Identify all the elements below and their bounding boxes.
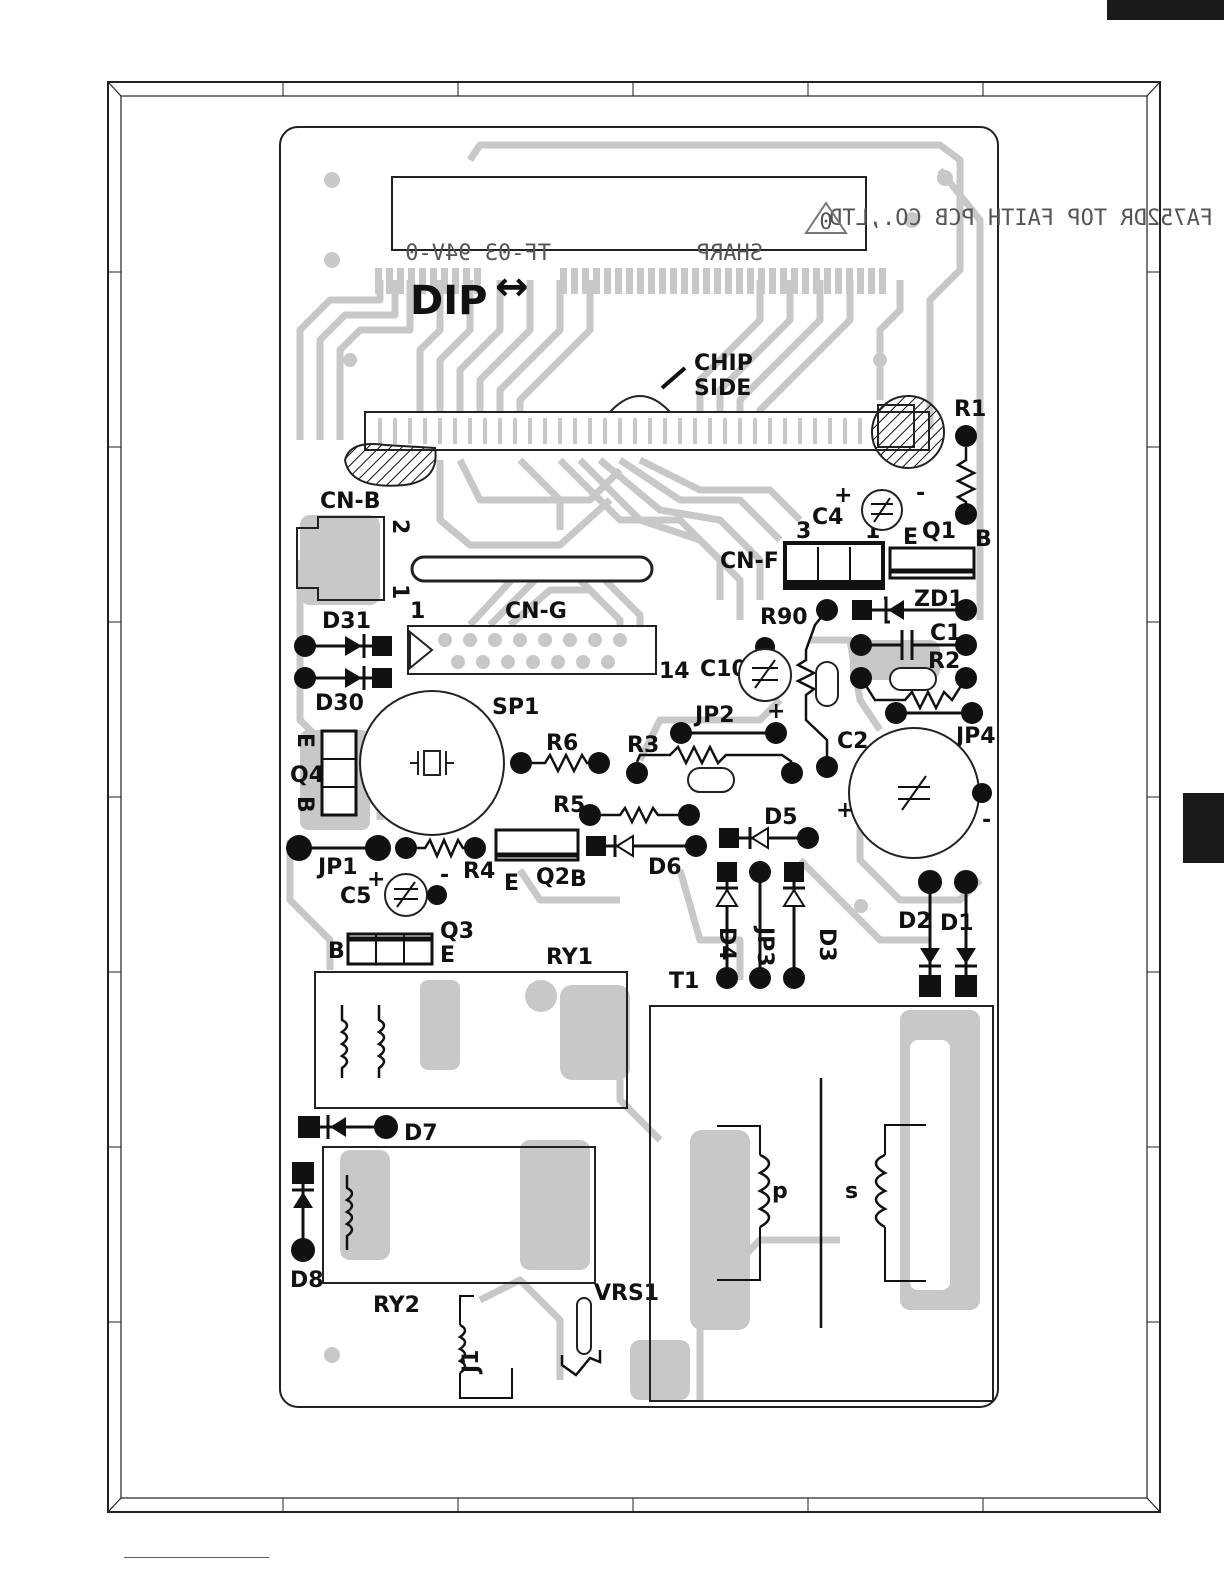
cn-g-pin14: 14 bbox=[659, 659, 690, 684]
c2-minus: - bbox=[982, 808, 991, 833]
q2-transistor bbox=[496, 830, 578, 860]
dip-arrow-icon: ↔ bbox=[495, 264, 529, 310]
board-marking-line2: TF-03 94V-0 bbox=[405, 241, 551, 266]
bottom-link-line bbox=[124, 1557, 269, 1558]
cn-b-label: CN-B bbox=[320, 489, 380, 514]
safety-mark: 0 bbox=[819, 210, 832, 235]
chip-side-label-2: SIDE bbox=[694, 376, 751, 401]
q1-pin-e: E bbox=[903, 525, 918, 550]
q4-pin-b: B bbox=[292, 796, 317, 813]
d31-label: D31 bbox=[322, 609, 371, 634]
q3-pin-e: E bbox=[440, 943, 455, 968]
jp4-label: JP4 bbox=[954, 724, 996, 749]
jp3-label: JP3 bbox=[752, 925, 777, 967]
d7-label: D7 bbox=[404, 1121, 438, 1146]
r90-label: R90 bbox=[760, 605, 808, 630]
q2-label: Q2 bbox=[536, 865, 570, 890]
t1-secondary-label: s bbox=[845, 1179, 858, 1204]
d5-diode bbox=[719, 827, 819, 849]
board-marking-box bbox=[392, 177, 866, 250]
q3-pin-b: B bbox=[328, 939, 345, 964]
r6-label: R6 bbox=[546, 731, 578, 756]
c4-label: C4 bbox=[812, 505, 843, 530]
q4-transistor bbox=[322, 731, 356, 815]
cn-g-label: CN-G bbox=[505, 599, 567, 624]
t1-label: T1 bbox=[669, 969, 699, 994]
r1-label: R1 bbox=[954, 397, 986, 422]
cn-f-connector bbox=[785, 543, 883, 588]
board-slot bbox=[412, 557, 652, 581]
q4-pin-e: E bbox=[292, 733, 317, 748]
c4-capacitor bbox=[862, 490, 902, 530]
c4-minus: - bbox=[916, 481, 925, 506]
cn-g-connector bbox=[408, 626, 656, 674]
chip-side-label-1: CHIP bbox=[694, 351, 753, 376]
corner-tab bbox=[1107, 0, 1224, 20]
d4-label: D4 bbox=[714, 927, 739, 961]
d1-label: D1 bbox=[940, 911, 974, 936]
d2-label: D2 bbox=[898, 909, 932, 934]
d5-label: D5 bbox=[764, 805, 798, 830]
cn-f-label: CN-F bbox=[720, 549, 779, 574]
q2-pin-b: B bbox=[570, 867, 587, 892]
cn-g-pin1: 1 bbox=[410, 599, 425, 624]
j1-label: J1 bbox=[459, 1350, 484, 1376]
jp2-label: JP2 bbox=[693, 703, 735, 728]
jp1-label: JP1 bbox=[316, 855, 358, 880]
q1-transistor bbox=[890, 548, 974, 578]
c4-plus: + bbox=[834, 483, 852, 508]
q4-label: Q4 bbox=[290, 763, 324, 788]
sp1-label: SP1 bbox=[492, 695, 539, 720]
d6-label: D6 bbox=[648, 855, 682, 880]
board-marking-line1: FA752DR TOP FAITH PCB CO.,LTD bbox=[829, 206, 1213, 231]
q1-pin-b: B bbox=[975, 527, 992, 552]
d8-label: D8 bbox=[290, 1268, 324, 1293]
c10-plus: + bbox=[767, 699, 785, 724]
ry2-label: RY2 bbox=[373, 1293, 420, 1318]
crystal-outline bbox=[688, 768, 734, 792]
q3-transistor bbox=[348, 934, 432, 964]
sp1-buzzer bbox=[360, 691, 504, 835]
r4-label: R4 bbox=[463, 859, 495, 884]
section-tab bbox=[1183, 793, 1224, 863]
board-marking-line3: SHARP bbox=[697, 241, 763, 266]
q1-label: Q1 bbox=[922, 519, 956, 544]
c5-minus: - bbox=[440, 863, 449, 888]
c2-plus: + bbox=[836, 798, 854, 823]
d30-label: D30 bbox=[315, 691, 364, 716]
cn-b-pin2: 2 bbox=[387, 519, 412, 534]
dip-label: DIP bbox=[410, 278, 487, 324]
ry1-label: RY1 bbox=[546, 945, 593, 970]
cn-b-pin1: 1 bbox=[387, 584, 412, 599]
d3-label: D3 bbox=[814, 928, 839, 962]
t1-primary-label: p bbox=[772, 1179, 788, 1204]
cn-f-pin3: 3 bbox=[796, 519, 811, 544]
c5-plus: + bbox=[367, 867, 385, 892]
q3-label: Q3 bbox=[440, 919, 474, 944]
q2-pin-e: E bbox=[504, 871, 519, 896]
